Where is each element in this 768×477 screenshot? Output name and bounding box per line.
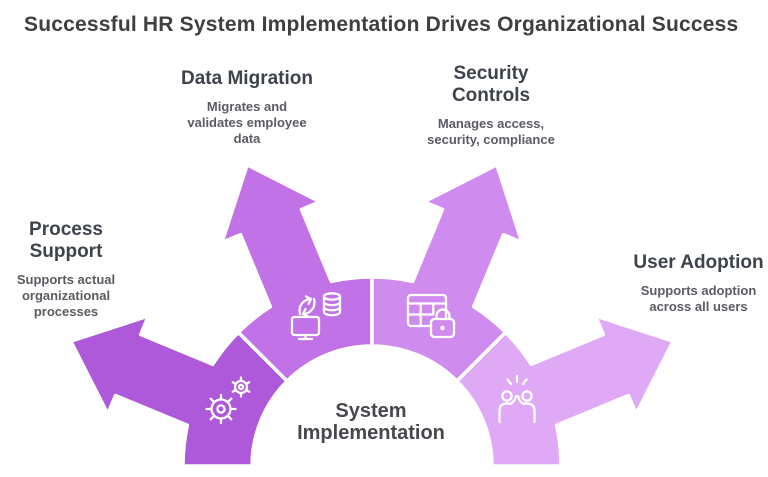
segment-description: Migrates and validates employee data <box>187 99 307 146</box>
segment-user-adoption <box>455 314 675 468</box>
segment-description: Supports adoption across all users <box>640 283 757 314</box>
label-security-controls: Security Controls Manages access, securi… <box>416 63 566 148</box>
label-data-migration: Data Migration Migrates and validates em… <box>167 68 327 147</box>
high-five-icon <box>498 374 536 424</box>
segment-heading: User Adoption <box>633 252 764 273</box>
segment-process-support <box>69 314 289 468</box>
gears-icon <box>205 376 251 425</box>
label-process-support: Process Support Supports actual organiza… <box>4 219 128 320</box>
label-user-adoption: User Adoption Supports adoption across a… <box>626 252 768 315</box>
page-title: Successful HR System Implementation Driv… <box>24 13 739 36</box>
segment-heading: Process Support <box>29 219 103 262</box>
segment-description: Manages access, security, compliance <box>427 116 555 147</box>
segment-data-migration <box>220 163 374 383</box>
segment-heading: Security Controls <box>451 63 531 106</box>
table-lock-icon <box>406 293 456 339</box>
segment-description: Supports actual organizational processes <box>16 272 116 319</box>
center-heading: System Implementation <box>297 400 445 444</box>
segment-security-controls <box>370 163 524 383</box>
monitor-sync-database-icon <box>290 292 342 341</box>
label-system-implementation: System Implementation <box>291 400 451 444</box>
segment-heading: Data Migration <box>181 68 313 89</box>
